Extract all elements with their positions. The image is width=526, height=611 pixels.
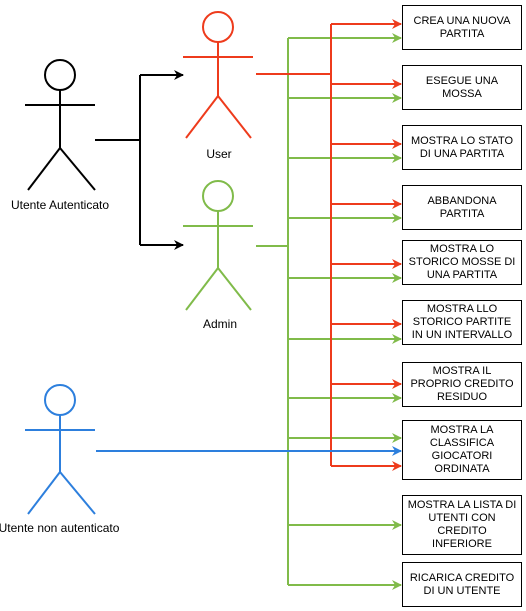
use-case-storico-mosse: MOSTRA LO STORICO MOSSE DI UNA PARTITA xyxy=(402,240,522,285)
use-case-stato-partita: MOSTRA LO STATO DI UNA PARTITA xyxy=(402,125,522,170)
actor-authenticated xyxy=(25,59,96,191)
use-case-abbandona-partita: ABBANDONA PARTITA xyxy=(402,185,522,230)
actor-user xyxy=(183,11,253,139)
use-case-storico-partite: MOSTRA LLO STORICO PARTITE IN UN INTERVA… xyxy=(402,300,522,345)
use-case-credito-residuo: MOSTRA IL PROPRIO CREDITO RESIDUO xyxy=(402,362,522,407)
actor-anonymous xyxy=(25,384,96,515)
generalization-connectors xyxy=(95,70,184,250)
use-case-esegue-mossa: ESEGUE UNA MOSSA xyxy=(402,65,522,110)
use-case-lista-utenti: MOSTRA LA LISTA DI UTENTI CON CREDITO IN… xyxy=(402,495,522,555)
actor-authenticated-label: Utente Autenticato xyxy=(11,198,109,212)
actor-user-label: User xyxy=(206,147,231,161)
user-connectors xyxy=(256,19,402,471)
use-case-ricarica-credito: RICARICA CREDITO DI UN UTENTE xyxy=(402,562,522,607)
actor-admin xyxy=(183,180,253,311)
use-case-classifica: MOSTRA LA CLASSIFICA GIOCATORI ORDINATA xyxy=(402,420,522,480)
actor-admin-label: Admin xyxy=(203,317,237,331)
use-case-crea-partita: CREA UNA NUOVA PARTITA xyxy=(402,5,522,50)
admin-connectors xyxy=(256,33,402,590)
actor-anonymous-label: Utente non autenticato xyxy=(0,521,120,535)
